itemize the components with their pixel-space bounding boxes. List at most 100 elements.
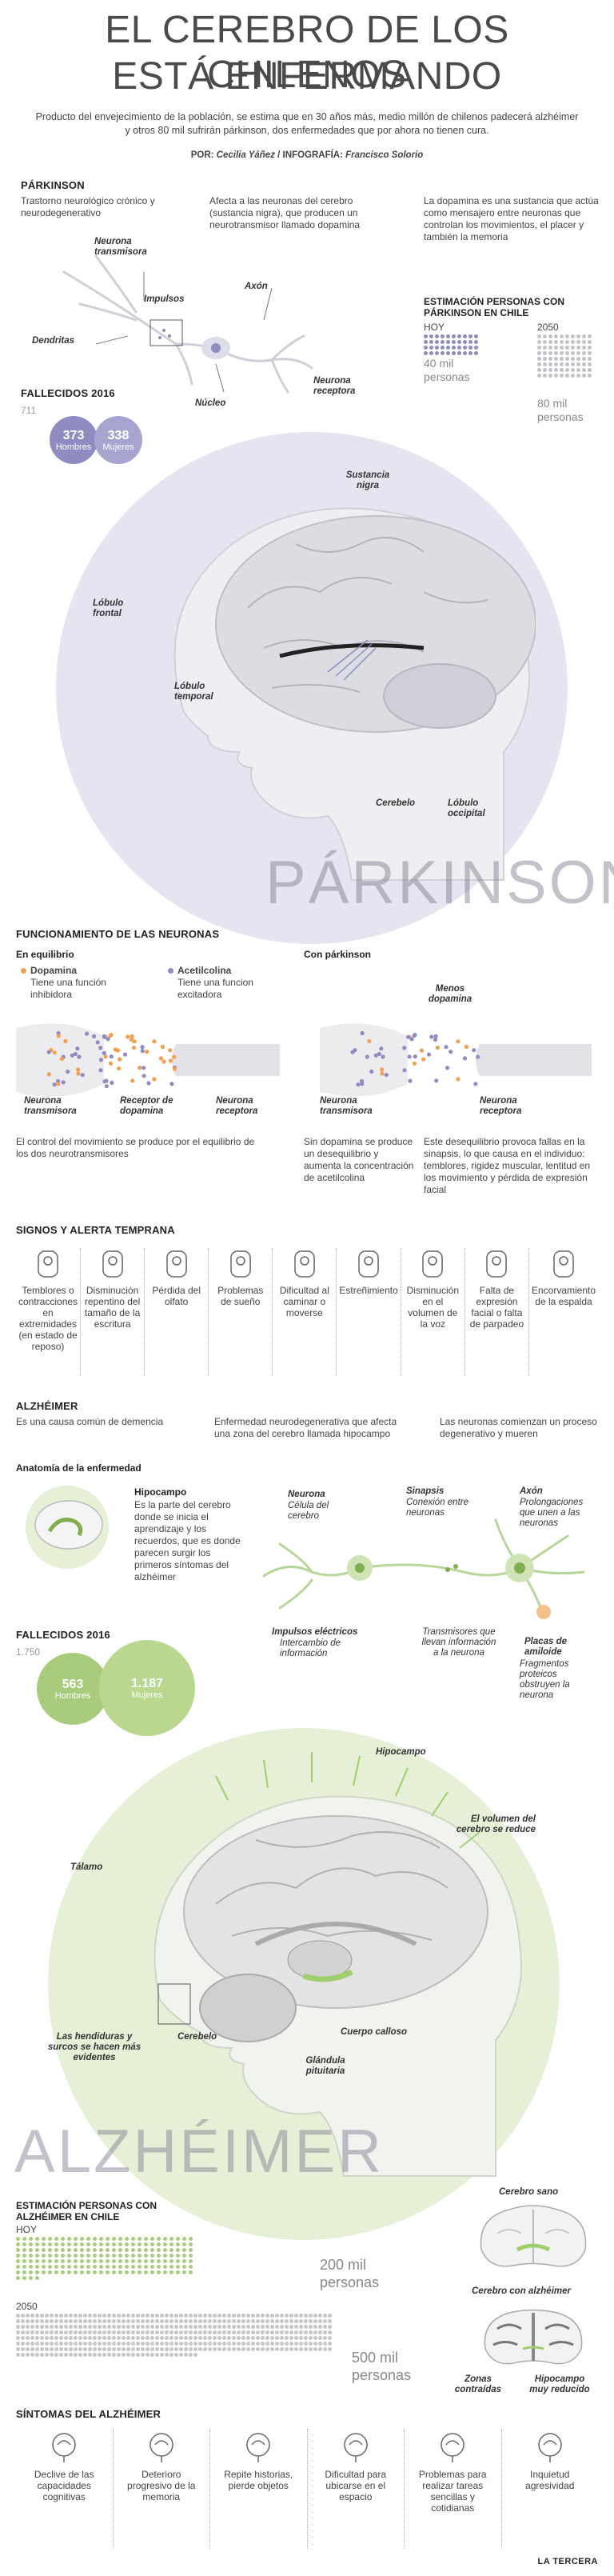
person-dot (163, 2237, 167, 2241)
person-dot (131, 2347, 135, 2351)
hipocampo-title: Hipocampo (134, 1486, 187, 1498)
bed-icon (230, 1250, 251, 1278)
person-dot (131, 2336, 135, 2340)
person-dot (67, 2242, 71, 2246)
person-dot (80, 2265, 84, 2269)
person-dot (102, 2347, 106, 2351)
person-dot (78, 2325, 82, 2329)
person-dot (560, 334, 564, 338)
person-dot (543, 357, 547, 361)
person-dot (99, 2254, 103, 2258)
person-dot (16, 2347, 20, 2351)
person-dot (189, 2270, 193, 2274)
person-dot (155, 2342, 159, 2346)
neurotransmitter-dot (98, 1046, 103, 1050)
person-dot (29, 2242, 33, 2246)
person-dot (237, 2314, 241, 2318)
person-dot (106, 2265, 110, 2269)
note-balance: El control del movimiento se produce por… (16, 1136, 255, 1159)
person-dot (35, 2265, 39, 2269)
person-dot (144, 2237, 148, 2241)
symptom-text: Repite historias, pierde objetos (224, 2469, 293, 2491)
sign-text: Problemas de sueño (217, 1285, 264, 1307)
neurotransmitter-dot (369, 1069, 374, 1074)
person-dot (146, 2319, 150, 2323)
neurotransmitter-dot (168, 1048, 173, 1053)
person-dot (98, 2325, 102, 2329)
person-dot (88, 2330, 92, 2334)
label-receptora-parkinson: Neurona receptora (480, 1096, 522, 1116)
person-dot (265, 2336, 269, 2340)
person-dot (106, 2237, 110, 2241)
person-dot (318, 2347, 322, 2351)
person-dot (118, 2265, 122, 2269)
neurotransmitter-dot (406, 1034, 411, 1039)
person-dot (54, 2248, 58, 2252)
byline-designer: Francisco Solorio (345, 150, 424, 160)
neurotransmitter-dot (66, 1069, 70, 1074)
person-dot (270, 2347, 274, 2351)
person-dot (565, 374, 569, 378)
person-dot (163, 2254, 167, 2258)
person-dot (304, 2336, 308, 2340)
person-dot (208, 2325, 212, 2329)
person-dot (88, 2353, 92, 2357)
person-dot (112, 2265, 116, 2269)
symptom-item: Deterioro progresivo de la memoria (114, 2429, 210, 2549)
person-dot (146, 2342, 150, 2346)
person-dot (160, 2342, 164, 2346)
neurotransmitter-dot (360, 1030, 365, 1036)
person-dot (131, 2265, 135, 2269)
neurotransmitter-dot (76, 1067, 81, 1072)
person-dot (318, 2336, 322, 2340)
person-dot (107, 2319, 111, 2323)
person-dot (22, 2276, 26, 2280)
neurotransmitter-dot (412, 1033, 417, 1038)
person-dot (54, 2325, 58, 2329)
person-dot (548, 362, 552, 366)
person-dot (182, 2259, 186, 2263)
label-receptora-balance: Neurona receptora (216, 1096, 258, 1116)
person-dot (571, 357, 575, 361)
person-dot (169, 2237, 173, 2241)
person-dot (112, 2314, 116, 2318)
person-dot (193, 2319, 197, 2323)
person-dot (93, 2336, 97, 2340)
person-dot (150, 2314, 154, 2318)
person-dot (136, 2325, 140, 2329)
person-dot (150, 2270, 154, 2274)
person-dot (21, 2336, 25, 2340)
person-dot (88, 2347, 92, 2351)
person-dot (468, 340, 472, 344)
person-dot (304, 2342, 308, 2346)
person-dot (93, 2237, 97, 2241)
person-dot (126, 2342, 130, 2346)
person-dot (548, 334, 552, 338)
neurotransmitter-dot (85, 1031, 90, 1036)
person-dot (571, 351, 575, 355)
person-dot (165, 2347, 169, 2351)
person-dot (424, 340, 428, 344)
byline-mid: / INFOGRAFÍA: (274, 150, 346, 160)
person-dot (169, 2336, 173, 2340)
person-dot (289, 2347, 293, 2351)
person-dot (30, 2353, 34, 2357)
person-dot (93, 2342, 97, 2346)
parkinson-today-dots (424, 334, 478, 355)
transmisores-desc: Transmisores que llevan información a la… (421, 1627, 496, 1658)
person-dot (280, 2336, 284, 2340)
person-dot (560, 340, 564, 344)
person-dot (50, 2336, 54, 2340)
person-dot (144, 2259, 148, 2263)
sign-item: Dificultad al caminar o moverse (273, 1248, 337, 1376)
neurotransmitter-dot (146, 1081, 151, 1086)
person-dot (35, 2242, 39, 2246)
person-dot (309, 2319, 313, 2323)
person-dot (150, 2319, 154, 2323)
person-dot (126, 2330, 130, 2334)
person-dot (93, 2248, 97, 2252)
person-dot (112, 2342, 116, 2346)
person-dot (543, 351, 547, 355)
person-dot (313, 2347, 317, 2351)
